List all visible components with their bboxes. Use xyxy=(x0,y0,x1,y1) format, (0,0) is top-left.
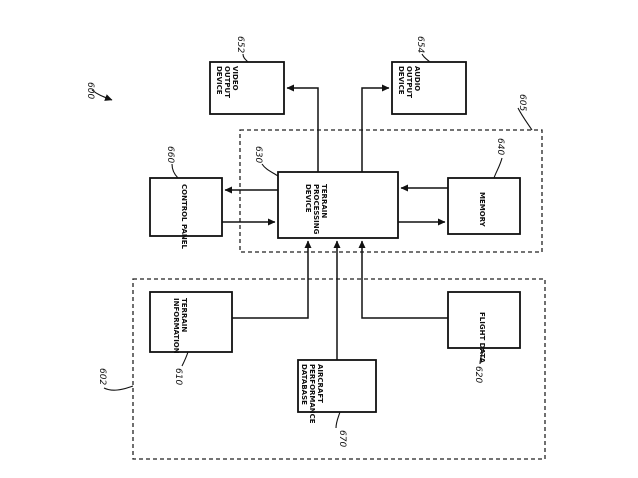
video-output-label: VIDEO OUTPUT DEVICE xyxy=(215,66,239,100)
memory-ref: 640 xyxy=(495,138,505,155)
control-panel-block: CONTROL PANEL 660 xyxy=(149,146,223,250)
audio-output-device-block: AUDIO OUTPUT DEVICE 654 xyxy=(391,36,467,115)
terrain-processing-leader xyxy=(261,163,279,177)
aircraft-performance-database-block: AIRCRAFT PERFORMANCE DATABASE 670 xyxy=(297,359,377,447)
terrain-processing-ref: 630 xyxy=(253,146,263,163)
inner-group-605 xyxy=(239,129,543,253)
terrain-information-label: TERRAIN INFORMATION xyxy=(172,298,188,354)
flight-data-ref: 620 xyxy=(473,366,483,383)
inner-group-ref: 605 xyxy=(517,94,527,111)
flight-data-block: FLIGHT DATA 620 xyxy=(447,291,521,383)
audio-output-label: AUDIO OUTPUT DEVICE xyxy=(397,66,421,100)
flight-data-to-processing-arrow xyxy=(358,240,448,319)
processing-to-audio-arrow xyxy=(361,84,390,172)
outer-group-ref: 602 xyxy=(97,368,107,385)
control-panel-ref: 660 xyxy=(165,146,175,163)
memory-label: MEMORY xyxy=(478,192,486,228)
aircraft-performance-ref: 670 xyxy=(337,430,347,447)
control-panel-label: CONTROL PANEL xyxy=(180,184,188,250)
memory-block: MEMORY 640 xyxy=(447,138,521,235)
video-output-device-block: VIDEO OUTPUT DEVICE 652 xyxy=(209,36,285,115)
inner-group-leader xyxy=(517,107,533,131)
control-panel-leader xyxy=(171,163,179,179)
outer-group-602 xyxy=(132,278,546,460)
flight-data-leader xyxy=(479,347,485,365)
audio-output-leader xyxy=(421,53,431,63)
figure-ref-arrow xyxy=(91,89,113,101)
terrain-info-to-processing-arrow xyxy=(232,240,312,319)
terrain-information-ref: 610 xyxy=(173,368,183,385)
processing-to-video-arrow xyxy=(286,84,319,172)
video-output-leader xyxy=(242,53,249,63)
aircraft-performance-leader xyxy=(335,411,341,429)
flight-data-label: FLIGHT DATA xyxy=(478,312,486,364)
aircraft-performance-label: AIRCRAFT PERFORMANCE DATABASE xyxy=(300,364,324,426)
terrain-information-block: TERRAIN INFORMATION 610 xyxy=(149,291,233,385)
figure-ref-label: 600 xyxy=(85,82,95,99)
terrain-information-leader xyxy=(181,351,189,367)
terrain-processing-label: TERRAIN PROCESSING DEVICE xyxy=(304,184,328,237)
memory-leader xyxy=(493,157,503,179)
terrain-processing-device-block: TERRAIN PROCESSING DEVICE 630 xyxy=(253,146,399,239)
video-output-ref: 652 xyxy=(235,36,245,53)
outer-group-leader xyxy=(103,385,134,391)
figure-ref-600: 600 xyxy=(85,82,113,101)
audio-output-ref: 654 xyxy=(415,36,425,53)
